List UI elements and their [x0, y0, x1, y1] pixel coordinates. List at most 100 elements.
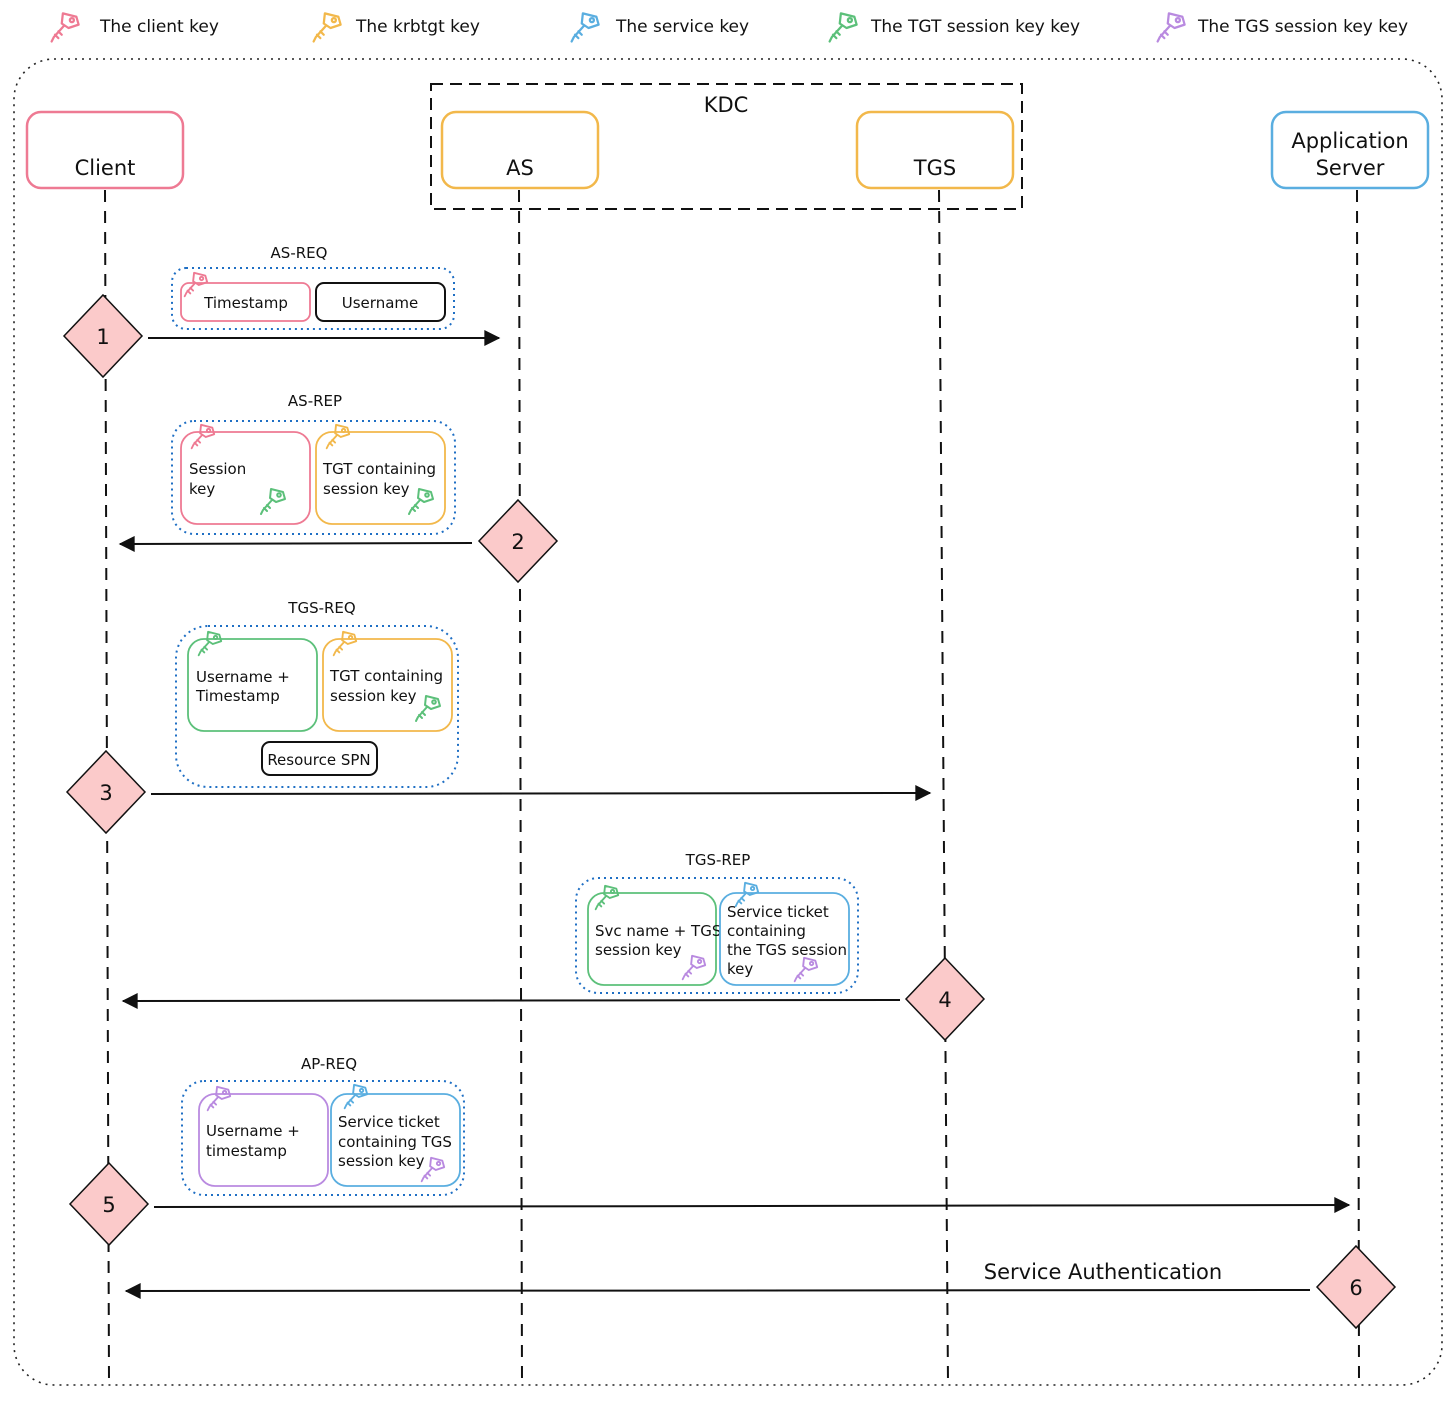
actor-app-server: Application Server [1270, 110, 1430, 190]
item-box [198, 1093, 329, 1187]
item-box [330, 1093, 461, 1187]
step-marker-1: 1 [62, 293, 144, 379]
item-box [587, 892, 717, 986]
item-box [187, 638, 318, 732]
kdc-label: KDC [704, 93, 749, 117]
item-box [719, 892, 850, 986]
key-icon [828, 12, 858, 43]
arrow-app-server-to-client [124, 1282, 1311, 1299]
item-box [322, 638, 453, 732]
message-as-rep: AS-REP Session key TGT containing sessio… [118, 392, 473, 552]
item-label-line3: session key [338, 1152, 425, 1170]
item-label-line1: TGT containing [329, 667, 443, 685]
step-diamond [904, 956, 986, 1042]
actor-as: AS [440, 110, 600, 190]
item-label: Resource SPN [267, 751, 370, 769]
actor-label-line2: Server [1316, 156, 1385, 180]
step-number: 2 [511, 530, 524, 554]
item-label-line2: timestamp [206, 1142, 287, 1160]
legend-item-tgs-session-key: The TGS session key key [1156, 12, 1408, 43]
tgs-lifeline [938, 189, 949, 1384]
actor-label-line1: Application [1291, 129, 1408, 153]
key-icon [570, 12, 600, 43]
legend-item-service-key: The service key [570, 12, 749, 43]
actor-label: AS [506, 156, 534, 180]
step-number: 1 [96, 325, 109, 349]
step-number: 6 [1349, 1276, 1362, 1300]
arrow-client-to-app-server [153, 1197, 1351, 1214]
legend: The client key The krbtgt key The servic… [50, 12, 1408, 43]
item-label-line1: Service ticket [727, 903, 829, 921]
legend-item-tgt-session-key: The TGT session key key [828, 12, 1080, 43]
message-group [575, 877, 859, 994]
step-diamond [1315, 1244, 1397, 1330]
message-tgs-rep: TGS-REP Svc name + TGS session key Servi… [121, 851, 901, 1009]
actor-box [25, 110, 185, 190]
legend-label: The service key [615, 17, 749, 37]
arrow-client-to-tgs [150, 785, 932, 802]
outer-frame [13, 58, 1443, 1386]
step-diamond [62, 293, 144, 379]
legend-item-client-key: The client key [50, 12, 219, 43]
item-label-line4: key [727, 960, 753, 978]
message-title: AS-REP [288, 392, 342, 410]
actor-label: Client [75, 156, 136, 180]
legend-label: The TGT session key key [870, 17, 1080, 37]
arrow-tgs-to-client [121, 992, 901, 1009]
actor-label: TGS [913, 156, 956, 180]
item-label-line2: session key [330, 687, 417, 705]
item-label-line1: Username + [196, 668, 290, 686]
message-ap-req: AP-REQ Username + timestamp Service tick… [153, 1055, 1351, 1214]
item-label-line2: session key [323, 480, 410, 498]
item-label-line1: Username + [206, 1122, 300, 1140]
legend-label: The client key [99, 17, 219, 37]
lifelines [104, 189, 1360, 1384]
key-icon [1156, 12, 1186, 43]
actor-tgs: TGS [855, 110, 1015, 190]
message-group [171, 267, 455, 330]
app-server-lifeline [1356, 189, 1360, 1384]
item-label-line2: Timestamp [195, 687, 280, 705]
message-title: TGS-REP [685, 851, 751, 869]
actor-box [855, 110, 1015, 190]
message-service-auth: Service Authentication [124, 1260, 1311, 1299]
item-label: Timestamp [203, 294, 288, 312]
actor-box [1270, 110, 1430, 190]
step-number: 4 [938, 988, 951, 1012]
item-label-line1: Svc name + TGS [595, 922, 721, 940]
message-group [181, 1080, 465, 1196]
legend-label: The TGS session key key [1197, 17, 1408, 37]
kdc-boundary [430, 83, 1023, 210]
item-label-line3: the TGS session [727, 941, 847, 959]
item-label-line2: key [189, 480, 215, 498]
item-box [180, 282, 311, 322]
message-group [171, 420, 456, 535]
message-title: Service Authentication [984, 1260, 1222, 1284]
step-diamond [68, 1161, 150, 1247]
message-title: AS-REQ [271, 244, 328, 262]
message-as-req: AS-REQ Timestamp Username [148, 244, 501, 346]
item-box [180, 431, 311, 525]
message-group [175, 625, 459, 788]
item-label-line1: TGT containing [322, 460, 436, 478]
item-box [261, 741, 378, 776]
item-label: Username [342, 294, 418, 312]
arrow-as-to-client [118, 535, 473, 552]
item-box [315, 431, 446, 525]
step-number: 5 [102, 1193, 115, 1217]
item-box [315, 282, 446, 322]
item-label-line2: containing [727, 922, 806, 940]
step-diamond [65, 749, 147, 835]
item-label-line2: session key [595, 941, 682, 959]
kdc-group: KDC [430, 83, 1023, 210]
step-number: 3 [99, 781, 112, 805]
item-label-line1: Service ticket [338, 1113, 440, 1131]
legend-item-krbtgt-key: The krbtgt key [312, 12, 480, 43]
actor-client: Client [25, 110, 185, 190]
item-label-line1: Session [189, 460, 246, 478]
legend-label: The krbtgt key [355, 17, 480, 37]
key-icon [312, 12, 342, 43]
step-marker-3: 3 [65, 749, 147, 835]
step-marker-6: 6 [1315, 1244, 1397, 1330]
